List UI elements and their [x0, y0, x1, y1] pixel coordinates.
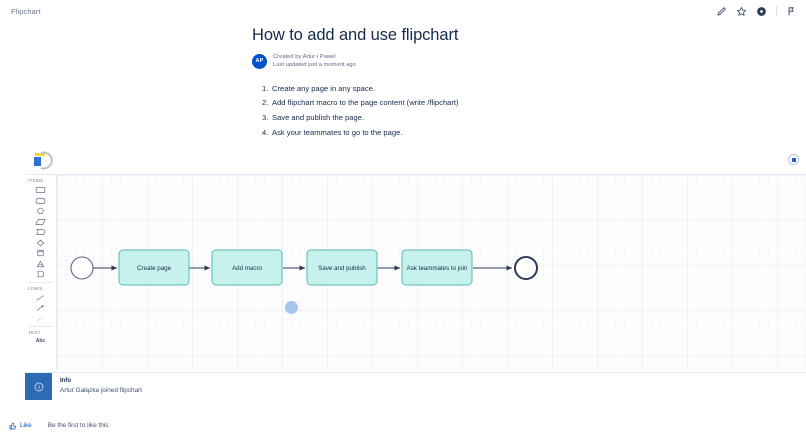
share-icon[interactable]: [786, 6, 797, 17]
thumbs-up-icon: [9, 422, 17, 430]
arrow-link-icon[interactable]: [30, 303, 52, 314]
flipchart-macro: ITEMS: [25, 145, 806, 370]
list-item: Create any page in any space.: [262, 82, 376, 96]
cylinder-shape-icon[interactable]: [30, 248, 52, 259]
diagram-node-label: Add macro: [232, 265, 262, 272]
diagram-canvas[interactable]: Create page Add macro Save and publish A…: [57, 175, 806, 370]
diamond-shape-icon[interactable]: [30, 238, 52, 249]
flipchart-logo[interactable]: [29, 149, 55, 171]
byline: AP Created by Artur i Pawel Last updated…: [252, 53, 806, 70]
info-accent: [25, 373, 52, 400]
edit-icon[interactable]: [716, 6, 727, 17]
byline-text: Created by Artur i Pawel Last updated ju…: [273, 53, 356, 70]
page-title: How to add and use flipchart: [252, 26, 459, 44]
page-footer: Like Be the first to like this: [0, 416, 806, 435]
info-message: Artur Gałązka joined flipchart: [60, 387, 143, 394]
parallelogram-shape-icon[interactable]: [30, 217, 52, 228]
flipchart-toolbar: [25, 145, 806, 175]
diagram-svg: Create page Add macro Save and publish A…: [70, 249, 538, 286]
shape-palette: ITEMS: [25, 175, 57, 370]
palette-links-group: [25, 293, 56, 325]
diagram-node[interactable]: Create page: [118, 249, 190, 286]
toolbar-divider: [776, 6, 777, 16]
flag-shape-icon[interactable]: [30, 227, 52, 238]
palette-text-label: TEXT: [28, 330, 41, 335]
palette-items-group: [25, 185, 56, 280]
document-shape-icon[interactable]: [30, 269, 52, 280]
like-button[interactable]: Like: [9, 422, 32, 430]
info-title: Info: [60, 378, 71, 384]
start-circle: [70, 256, 94, 280]
palette-divider-2: [28, 326, 53, 327]
dashed-link-icon[interactable]: [30, 314, 52, 325]
flipchart-body: ITEMS: [25, 175, 806, 370]
diagram-node[interactable]: Ask teammates to join: [401, 249, 473, 286]
watch-icon[interactable]: [756, 6, 767, 17]
like-label: Like: [20, 422, 32, 429]
like-note: Be the first to like this: [47, 422, 109, 429]
collaborator-cursor: [285, 301, 298, 314]
triangle-shape-icon[interactable]: [30, 259, 52, 270]
breadcrumb[interactable]: Flipchart: [11, 6, 41, 16]
created-by-text: Created by Artur i Pawel: [273, 54, 336, 60]
info-body: Info Artur Gałązka joined flipchart: [52, 373, 142, 400]
rounded-rectangle-shape-icon[interactable]: [30, 196, 52, 207]
text-tool-icon[interactable]: Abc: [35, 338, 46, 344]
avatar[interactable]: AP: [252, 53, 267, 69]
list-item: Save and publish the page.: [262, 111, 365, 125]
diagram-node[interactable]: Save and publish: [306, 249, 378, 286]
star-icon[interactable]: [736, 6, 747, 17]
rectangle-shape-icon[interactable]: [30, 185, 52, 196]
palette-links-label: LINKS: [28, 285, 43, 291]
end-circle: [514, 256, 538, 280]
page-header: How to add and use flipchart AP Created …: [0, 22, 806, 70]
top-bar: Flipchart: [0, 0, 806, 22]
diagram-node-label: Save and publish: [318, 265, 366, 272]
viewport-indicator-icon[interactable]: [788, 154, 799, 165]
diagram-node-label: Ask teammates to join: [407, 265, 468, 272]
last-updated-text: Last updated just a moment ago: [273, 62, 356, 69]
line-link-icon[interactable]: [30, 293, 52, 304]
info-icon: [34, 382, 43, 391]
list-item: Add flipchart macro to the page content …: [262, 96, 459, 110]
top-bar-actions: [716, 6, 797, 17]
diagram-node[interactable]: Add macro: [211, 249, 283, 286]
circle-shape-icon[interactable]: [30, 206, 52, 217]
info-banner: Info Artur Gałązka joined flipchart: [25, 372, 806, 400]
palette-items-label: ITEMS: [28, 178, 44, 183]
palette-divider: [28, 281, 53, 283]
diagram-node-label: Create page: [137, 265, 172, 272]
list-item: Ask your teammates to go to the page.: [262, 126, 403, 140]
steps-list: Create any page in any space. Add flipch…: [0, 82, 806, 140]
